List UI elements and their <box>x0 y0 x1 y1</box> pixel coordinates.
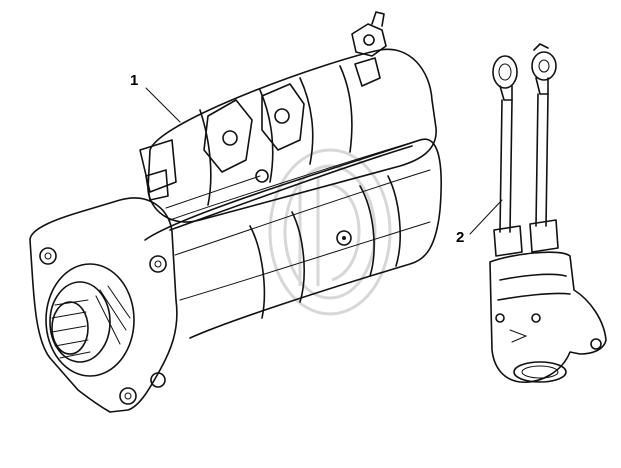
cable-switch-assembly <box>489 43 607 383</box>
callout-label-2: 2 <box>456 229 465 246</box>
leader-line-2 <box>469 199 503 235</box>
starter-motor <box>29 11 442 413</box>
leader-line-1 <box>145 87 181 123</box>
watermark-logo <box>268 148 392 316</box>
callout-label-1: 1 <box>130 72 139 89</box>
